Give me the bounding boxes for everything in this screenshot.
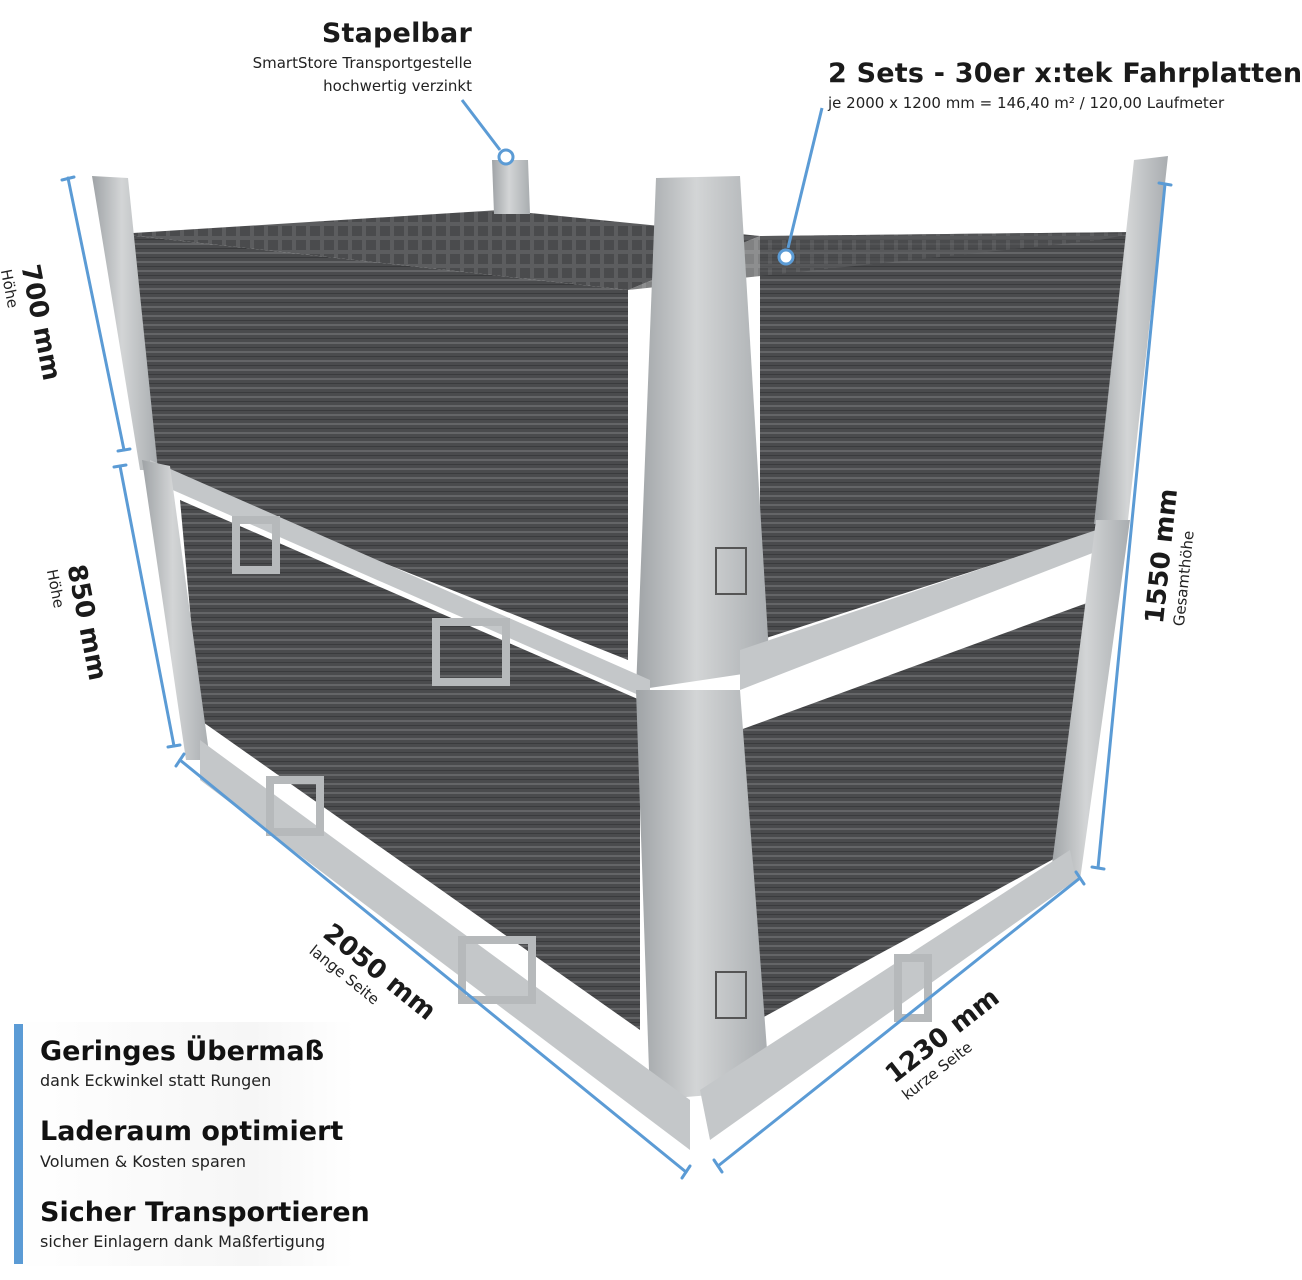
feature-1-subtitle: dank Eckwinkel statt Rungen <box>40 1071 272 1090</box>
lower-rack-frame <box>142 460 1130 1150</box>
lower-plate-stack <box>180 500 1095 1030</box>
feature-2-subtitle: Volumen & Kosten sparen <box>40 1152 246 1171</box>
stack-title: Stapelbar <box>321 18 472 49</box>
feature-3-title: Sicher Transportieren <box>40 1197 370 1228</box>
feature-3-subtitle: sicher Einlagern dank Maßfertigung <box>40 1232 326 1251</box>
plates-line-1: je 2000 x 1200 mm = 146,40 m² / 120,00 L… <box>828 94 1225 112</box>
callout-lines <box>460 99 824 266</box>
upper-plate-stack <box>118 210 1140 660</box>
upper-rack-frame <box>92 156 1168 700</box>
feature-panel <box>14 1022 354 1266</box>
stack-line-1: SmartStore Transportgestelle <box>252 54 472 72</box>
feature-accent-bar <box>14 1024 23 1264</box>
plates-title: 2 Sets - 30er x:tek Fahrplatten <box>828 58 1302 89</box>
dimension-lines <box>60 175 1173 1180</box>
stack-line-2: hochwertig verzinkt <box>323 77 472 95</box>
feature-1-title: Geringes Übermaß <box>40 1036 325 1067</box>
feature-2-title: Laderaum optimiert <box>40 1116 344 1147</box>
